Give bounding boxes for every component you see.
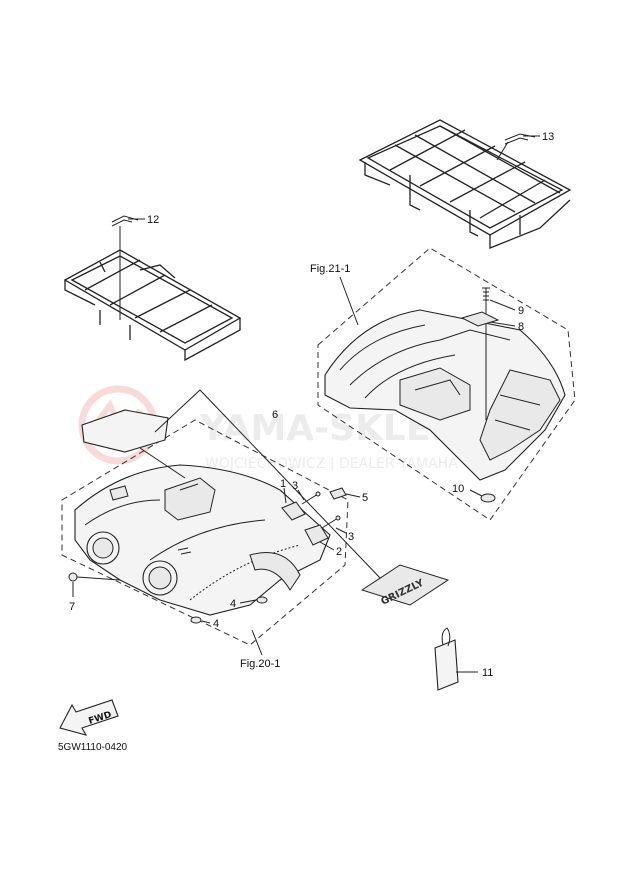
- part-4-grommet-b[interactable]: [190, 616, 202, 624]
- front-seat-pad[interactable]: [81, 409, 186, 479]
- part-3-screw-a[interactable]: [301, 491, 321, 505]
- callout-9: 9: [489, 299, 524, 317]
- part-4-grommet-a[interactable]: [256, 596, 268, 604]
- callout-12: 12: [111, 214, 159, 320]
- front-carrier-rack[interactable]: [63, 249, 242, 362]
- callout-8: 8: [489, 321, 524, 333]
- rear-fender[interactable]: [324, 309, 566, 481]
- callout-3a: 3: [292, 480, 305, 501]
- part-9-bolt[interactable]: [482, 287, 490, 420]
- callout-13: 13: [496, 131, 554, 161]
- part-2-bracket[interactable]: [304, 524, 329, 546]
- watermark-subtitle: WOJCIECHOWICZ | DEALER YAMAHA: [205, 456, 458, 472]
- callout-6: 6: [154, 389, 383, 581]
- part-7-cap[interactable]: [68, 572, 121, 582]
- callout-10-label: 10: [452, 483, 464, 495]
- figref-front: Fig.20-1: [240, 658, 280, 670]
- callout-7: 7: [69, 582, 75, 613]
- rear-carrier-rack[interactable]: [358, 119, 572, 249]
- callout-4b-label: 4: [213, 618, 219, 630]
- front-fender-group-outline: [61, 419, 349, 646]
- rear-fender-group-outline: [317, 247, 576, 521]
- callout-7-label: 7: [69, 601, 75, 613]
- callout-6-label: 6: [272, 409, 278, 421]
- part-5-clip[interactable]: [329, 487, 347, 500]
- part-11-label-tag[interactable]: [434, 627, 459, 691]
- callout-11-label: 11: [482, 667, 493, 679]
- front-fender[interactable]: [74, 464, 331, 616]
- callout-1: 1: [280, 478, 287, 504]
- callout-5: 5: [345, 492, 368, 504]
- part-3-screw-b[interactable]: [321, 515, 341, 529]
- callout-5-label: 5: [362, 492, 368, 504]
- part-10-washer[interactable]: [480, 493, 496, 503]
- callout-4a-label: 4: [230, 598, 236, 610]
- callout-fig20: Fig.20-1: [240, 629, 280, 670]
- callout-1-label: 1: [280, 478, 286, 490]
- callout-9-label: 9: [518, 305, 524, 317]
- callout-10: 10: [452, 483, 483, 497]
- callout-3b: 3: [335, 527, 354, 543]
- fwd-arrow-icon: FWD: [59, 699, 119, 736]
- callout-3a-label: 3: [292, 480, 298, 492]
- callout-3b-label: 3: [348, 531, 354, 543]
- callout-2-label: 2: [336, 546, 342, 558]
- callout-12-label: 12: [147, 214, 159, 226]
- diagram-code: 5GW1110-0420: [58, 742, 128, 753]
- callout-8-label: 8: [518, 321, 524, 333]
- callout-4a: 4: [230, 598, 257, 610]
- part-1-bracket[interactable]: [281, 501, 306, 521]
- callout-2: 2: [319, 541, 342, 558]
- callout-11: 11: [456, 667, 493, 679]
- part-8-plate[interactable]: [460, 311, 500, 327]
- grizzly-decal[interactable]: GRIZZLY: [360, 564, 450, 608]
- callout-fig21: Fig.21-1: [310, 263, 359, 326]
- callout-13-label: 13: [542, 131, 554, 143]
- figref-rear: Fig.21-1: [310, 263, 350, 275]
- callout-4b: 4: [201, 618, 219, 630]
